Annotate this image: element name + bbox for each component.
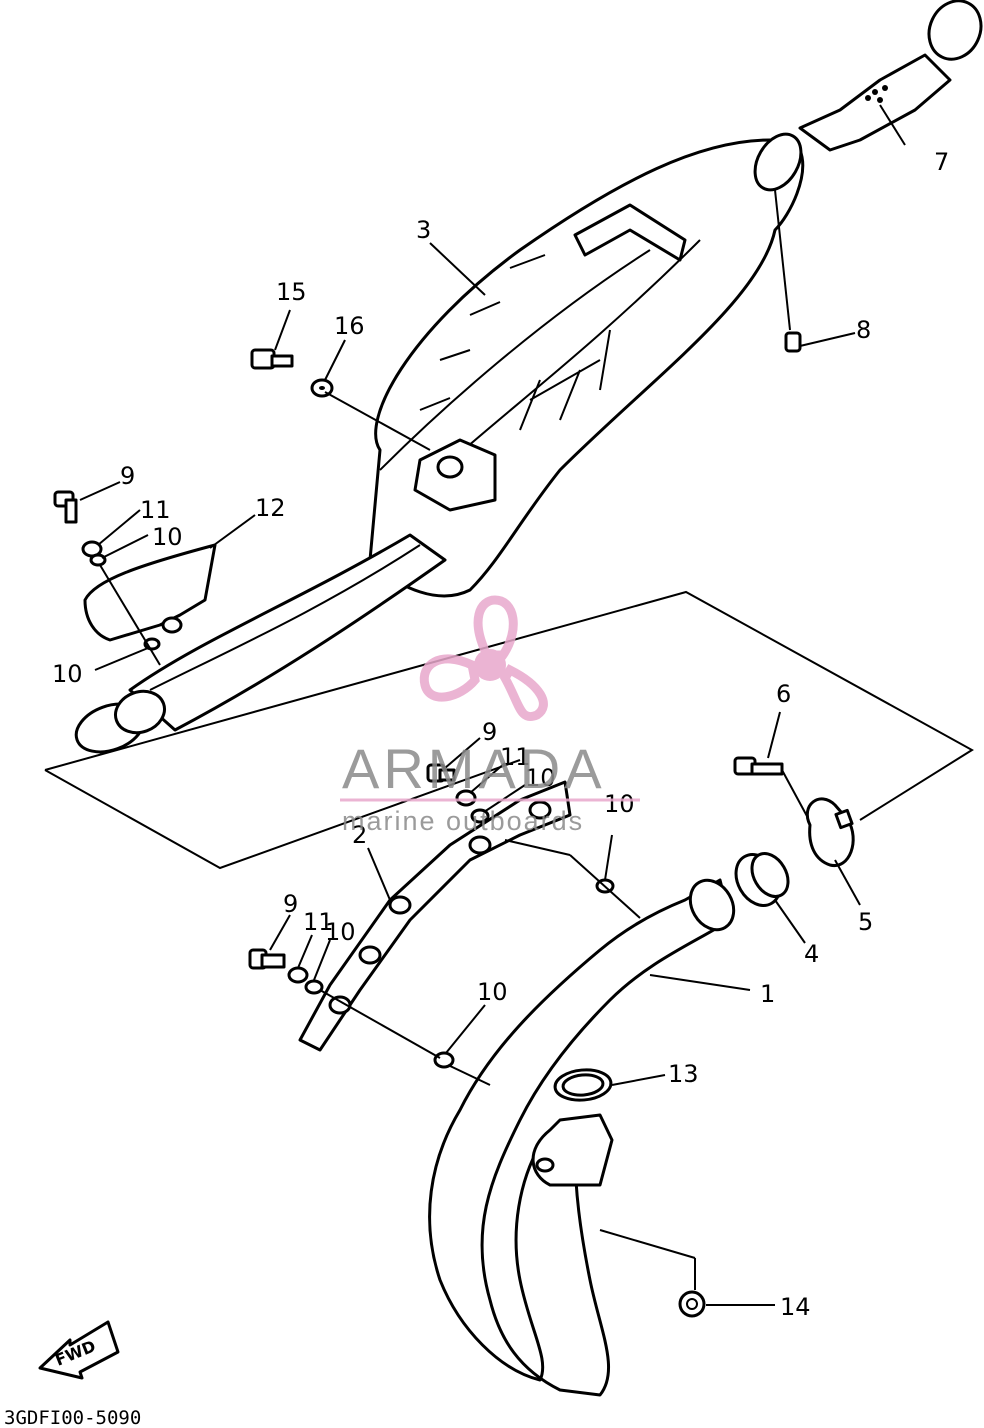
callout-1: 1	[760, 980, 775, 1008]
callout-10-lower: 10	[325, 918, 356, 946]
callout-8: 8	[856, 316, 871, 344]
callout-10-bottom: 10	[477, 978, 508, 1006]
propeller-logo-icon	[419, 595, 548, 721]
muffler	[368, 132, 805, 598]
assembly-frame	[44, 590, 974, 870]
callout-10-right: 10	[604, 790, 635, 818]
clamp	[805, 797, 855, 867]
callouts: 1 2 3 4 5 6 7 8 9 10 11 12 13 14 15 16 1…	[52, 148, 949, 1321]
callout-14: 14	[780, 1293, 811, 1321]
callout-11: 11	[140, 496, 171, 524]
leader-lines	[79, 104, 906, 1306]
exhaust-pipe	[428, 878, 736, 1397]
spark-arrester	[798, 0, 983, 152]
guard-bracket	[298, 780, 572, 1052]
callout-10-upper-left: 10	[52, 660, 83, 688]
muffler-inlet-pipe	[74, 533, 447, 754]
callout-11-middle: 11	[500, 743, 531, 771]
callout-10-middle: 10	[525, 764, 556, 792]
diagram-code: 3GDFI00-5090	[4, 1407, 141, 1428]
callout-12: 12	[255, 494, 286, 522]
callout-9-lower: 9	[283, 890, 298, 918]
watermark-brand: ARMADA	[342, 737, 606, 800]
gasket	[734, 852, 790, 907]
callout-11-lower: 11	[303, 908, 334, 936]
watermark-tagline: marine outboards	[342, 806, 584, 836]
callout-10: 10	[152, 523, 183, 551]
callout-5: 5	[858, 908, 873, 936]
callout-15: 15	[276, 278, 307, 306]
callout-7: 7	[934, 148, 949, 176]
callout-9: 9	[120, 462, 135, 490]
fwd-arrow: FWD	[38, 1320, 120, 1380]
fasteners	[53, 331, 802, 1318]
callout-4: 4	[804, 940, 819, 968]
callout-6: 6	[776, 680, 791, 708]
watermark: ARMADA marine outboards	[340, 595, 640, 836]
callout-9-middle: 9	[482, 718, 497, 746]
callout-13: 13	[668, 1060, 699, 1088]
callout-16: 16	[334, 312, 365, 340]
callout-2: 2	[352, 821, 367, 849]
gasket-ring	[553, 1068, 613, 1102]
callout-3: 3	[416, 216, 431, 244]
